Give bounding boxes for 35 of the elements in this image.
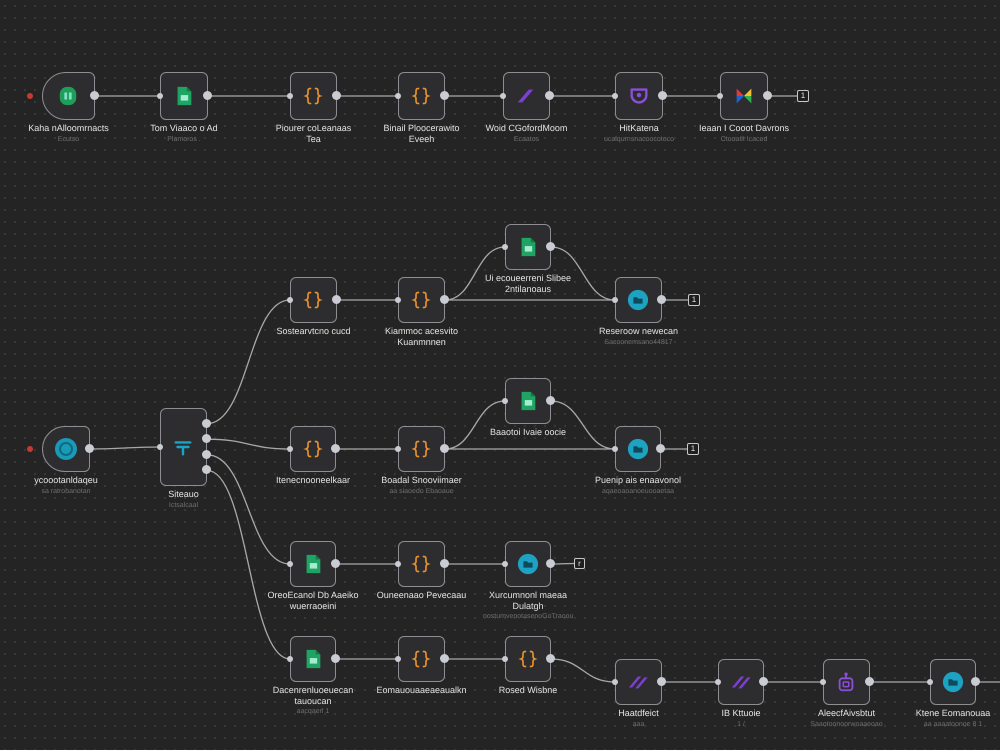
node-label: Tom Viaaco o Ad — [150, 123, 218, 134]
node-label: Reseroow newecan — [598, 326, 678, 336]
marker-label: 1 — [690, 295, 698, 304]
node-label: Ieaan I Cooot Davrons — [698, 123, 790, 134]
node-label: AleecfAivsbtut — [818, 708, 876, 718]
node-label: Xurcumnonl maeaa Dulatgh — [488, 590, 568, 611]
node-label: Baaotoi Ivaie oocie — [490, 427, 566, 438]
end-marker — [574, 558, 585, 569]
node-label: Kaha nAlloomrnacts — [28, 123, 109, 134]
node-label: Haatdfeict — [618, 708, 659, 718]
node-label: Sostearvtcno cucd — [276, 326, 351, 336]
node-label: Dacenrenluoeuecan tauoucan — [272, 685, 354, 706]
node-label: IB Kttuoie — [721, 708, 761, 718]
end-marker — [687, 443, 699, 455]
node-label: Rosed Wisbne — [498, 685, 558, 696]
node-label: HitKatena — [619, 123, 659, 134]
node-label: Binail Ploocerawito Eveeh — [382, 123, 461, 144]
node-label: Ouneenaao Pevecaau — [376, 590, 466, 600]
node-label: Puenip ais enaavonol — [594, 475, 682, 486]
node-label: Piourer coLeanaas Tea — [274, 123, 352, 144]
end-marker — [797, 90, 809, 102]
node-label: Ui ecoueerreni Slibee 2ntilanoaus — [484, 273, 572, 294]
marker-label: 1 — [800, 91, 806, 100]
node-label: Boadal Snooviimaer — [381, 475, 462, 486]
node-label: OreoEcanol Db Aaeiko wuerraoeini — [266, 590, 360, 611]
marker-label: r — [577, 559, 582, 568]
node-label: Ktene Eomanouaa — [916, 708, 990, 718]
node-label: Woid CGofordMoom — [486, 123, 568, 134]
node-label: Eomauouaaeaeaualkn — [376, 685, 467, 696]
node-label: Kiammoc acesvito Kuanmnnen — [384, 326, 460, 347]
end-marker — [688, 294, 700, 306]
node-label: Siteauo — [168, 489, 199, 500]
node-label: ycoootanldaqeu — [34, 475, 98, 486]
marker-label: 1 — [690, 444, 696, 453]
node-label: Itenecnooneelkaar — [276, 475, 350, 486]
